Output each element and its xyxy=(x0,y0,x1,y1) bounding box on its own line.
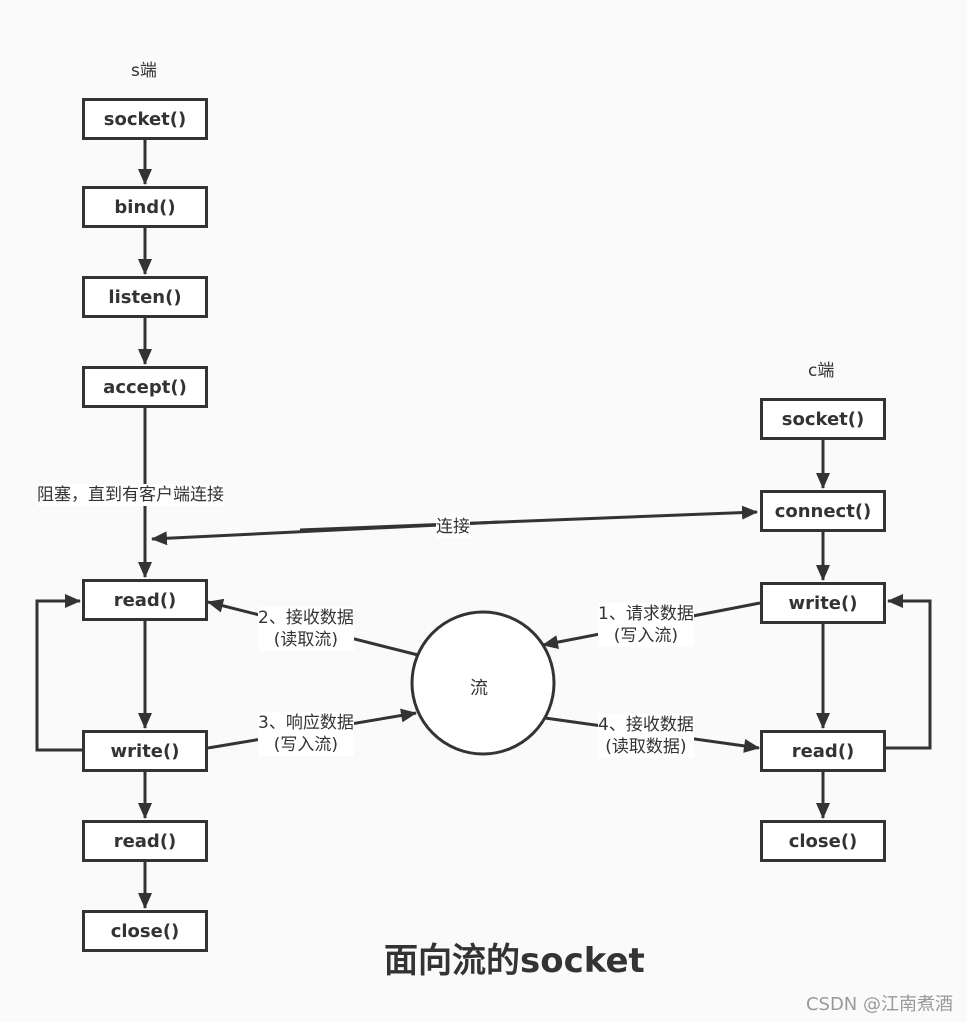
client-close-box: close() xyxy=(760,820,886,862)
server-read-box: read() xyxy=(82,579,208,621)
blocking-note: 阻塞，直到有客户端连接 xyxy=(37,484,224,506)
step2-label: 2、接收数据 (读取流) xyxy=(258,607,354,651)
step2-line1: 2、接收数据 xyxy=(258,608,354,628)
step2-line2: (读取流) xyxy=(273,630,339,650)
client-read-box: read() xyxy=(760,730,886,772)
connect-label: 连接 xyxy=(436,516,470,538)
stream-label: 流 xyxy=(470,678,488,699)
server-loop-arrow xyxy=(35,594,82,752)
server-listen-box: listen() xyxy=(82,276,208,318)
client-connect-box: connect() xyxy=(760,490,886,532)
step1-label: 1、请求数据 (写入流) xyxy=(598,603,694,647)
server-read2-box: read() xyxy=(82,820,208,862)
stream-circle xyxy=(410,610,556,756)
client-heading: c端 xyxy=(808,361,835,381)
step1-line2: (写入流) xyxy=(613,626,679,646)
server-bind-box: bind() xyxy=(82,186,208,228)
client-loop-arrow xyxy=(886,594,932,750)
server-write-box: write() xyxy=(82,730,208,772)
watermark: CSDN @江南煮酒 xyxy=(805,994,953,1015)
step4-line1: 4、接收数据 xyxy=(598,715,694,735)
client-socket-box: socket() xyxy=(760,398,886,440)
step4-label: 4、接收数据 (读取数据) xyxy=(598,714,694,758)
server-heading: s端 xyxy=(131,61,157,81)
step4-line2: (读取数据) xyxy=(605,737,687,757)
step3-label: 3、响应数据 (写入流) xyxy=(258,712,354,756)
step1-line1: 1、请求数据 xyxy=(598,604,694,624)
server-close-box: close() xyxy=(82,910,208,952)
server-socket-box: socket() xyxy=(82,98,208,140)
diagram-title: 面向流的socket xyxy=(384,941,645,981)
client-write-box: write() xyxy=(760,582,886,624)
step3-line2: (写入流) xyxy=(273,735,339,755)
server-accept-box: accept() xyxy=(82,366,208,408)
step3-line1: 3、响应数据 xyxy=(258,713,354,733)
